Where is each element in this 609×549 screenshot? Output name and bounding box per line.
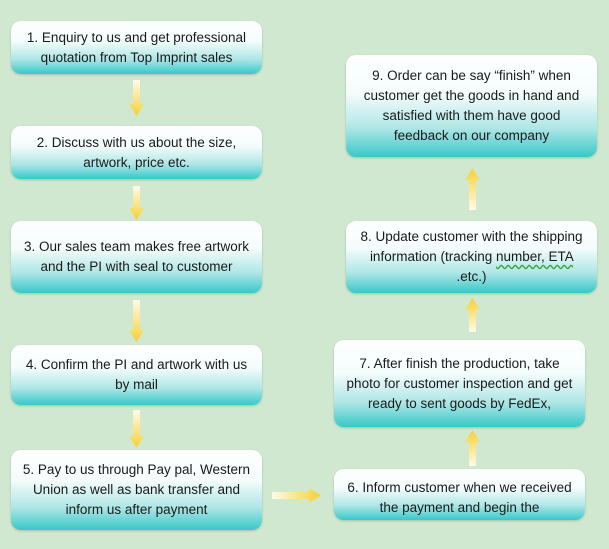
step-7-text: 7. After finish the production, take pho… [346,355,573,411]
step-6-box: 6. Inform customer when we received the … [334,469,585,520]
arrow-down-2-3 [129,186,144,220]
step-6-text: 6. Inform customer when we received the … [347,480,572,515]
step-4-box: 4. Confirm the PI and artwork with us by… [11,345,262,405]
step-8-box: 8. Update customer with the shipping inf… [346,221,597,293]
arrow-up-8-9 [465,168,480,210]
step-3-text: 3. Our sales team makes free artwork and… [23,239,250,274]
arrow-up-6-7 [465,430,480,466]
step-8-text-c: .etc.) [456,269,487,284]
step-5-text: 5. Pay to us through Pay pal, Western Un… [22,462,251,517]
step-9-text: 9. Order can be say “finish” when custom… [363,68,580,143]
step-8-text-underlined: number, ETA [496,249,574,264]
arrow-up-7-8 [465,298,480,332]
step-1-box: 1. Enquiry to us and get professional qu… [11,21,262,74]
step-8-text-a: 8. Update customer with the shipping inf… [360,229,583,264]
step-4-text: 4. Confirm the PI and artwork with us by… [25,357,248,392]
step-3-box: 3. Our sales team makes free artwork and… [11,221,262,293]
step-1-text: 1. Enquiry to us and get professional qu… [26,29,247,65]
step-5-box: 5. Pay to us through Pay pal, Western Un… [11,450,262,530]
arrow-down-4-5 [129,410,144,448]
arrow-right-5-6 [272,488,321,503]
step-2-text: 2. Discuss with us about the size, artwo… [36,134,237,170]
arrow-down-1-2 [129,80,144,116]
step-2-box: 2. Discuss with us about the size, artwo… [11,126,262,179]
arrow-down-3-4 [129,300,144,342]
step-9-box: 9. Order can be say “finish” when custom… [346,55,597,157]
step-8-text: 8. Update customer with the shipping inf… [354,227,589,287]
step-7-box: 7. After finish the production, take pho… [334,340,585,427]
